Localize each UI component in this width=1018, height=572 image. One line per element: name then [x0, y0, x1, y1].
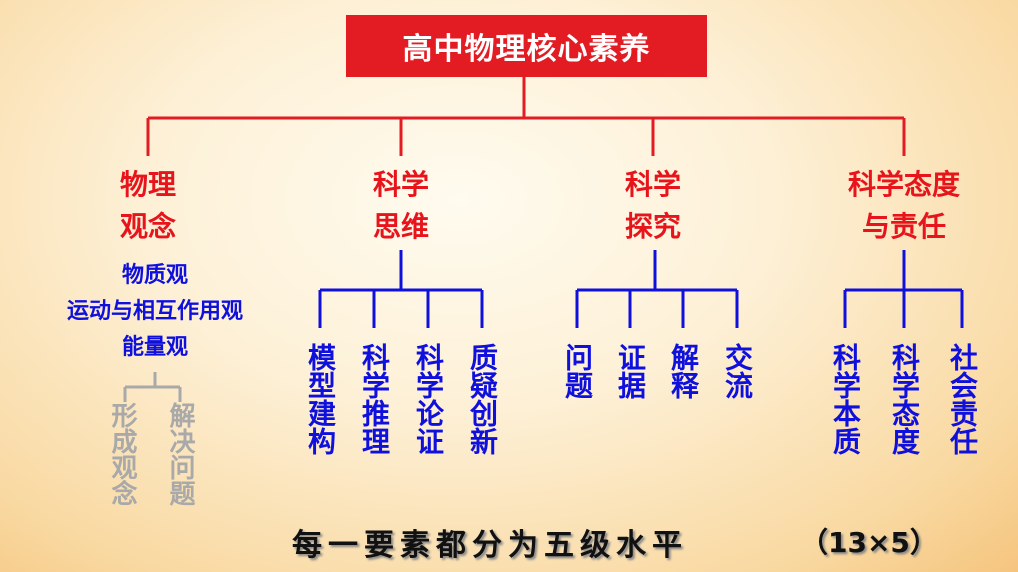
red-connectors	[146, 77, 906, 156]
physics-concepts-list: 物质观 运动与相互作用观 能量观	[5, 258, 305, 366]
inquiry-item: 交流	[721, 343, 754, 399]
blue-connectors	[318, 250, 964, 328]
category-line: 科学态度	[847, 168, 960, 201]
list-item: 运动与相互作用观	[66, 299, 243, 324]
footer-count: （13×5）	[800, 526, 938, 559]
category-line: 科学	[372, 168, 429, 201]
category-line: 物理	[119, 168, 176, 201]
category-line: 探究	[624, 210, 681, 243]
outcome-item: 形成观念	[107, 402, 137, 506]
inquiry-item: 问题	[561, 343, 594, 399]
category-line: 观念	[119, 210, 176, 243]
attitude-item: 社会责任	[946, 343, 979, 455]
thinking-item: 科学推理	[358, 343, 391, 455]
thinking-item: 质疑创新	[466, 343, 499, 455]
category-scientific-inquiry: 科学探究	[563, 164, 743, 248]
inquiry-item: 解释	[667, 343, 700, 399]
attitude-item: 科学本质	[829, 343, 862, 455]
footer-note: 每一要素都分为五级水平	[292, 528, 688, 563]
gray-connectors	[123, 372, 182, 402]
list-item: 能量观	[121, 335, 188, 360]
category-attitude-responsibility: 科学态度与责任	[814, 164, 994, 248]
category-scientific-thinking: 科学思维	[311, 164, 491, 248]
outcome-item: 解决问题	[165, 402, 195, 506]
list-item: 物质观	[121, 263, 188, 288]
thinking-item: 科学论证	[412, 343, 445, 455]
category-physics-concepts: 物理观念	[58, 164, 238, 248]
category-line: 科学	[624, 168, 681, 201]
attitude-item: 科学态度	[888, 343, 921, 455]
category-line: 思维	[372, 210, 429, 243]
diagram-title: 高中物理核心素养	[346, 15, 707, 77]
category-line: 与责任	[861, 210, 946, 243]
inquiry-item: 证据	[614, 343, 647, 399]
thinking-item: 模型建构	[304, 343, 337, 455]
